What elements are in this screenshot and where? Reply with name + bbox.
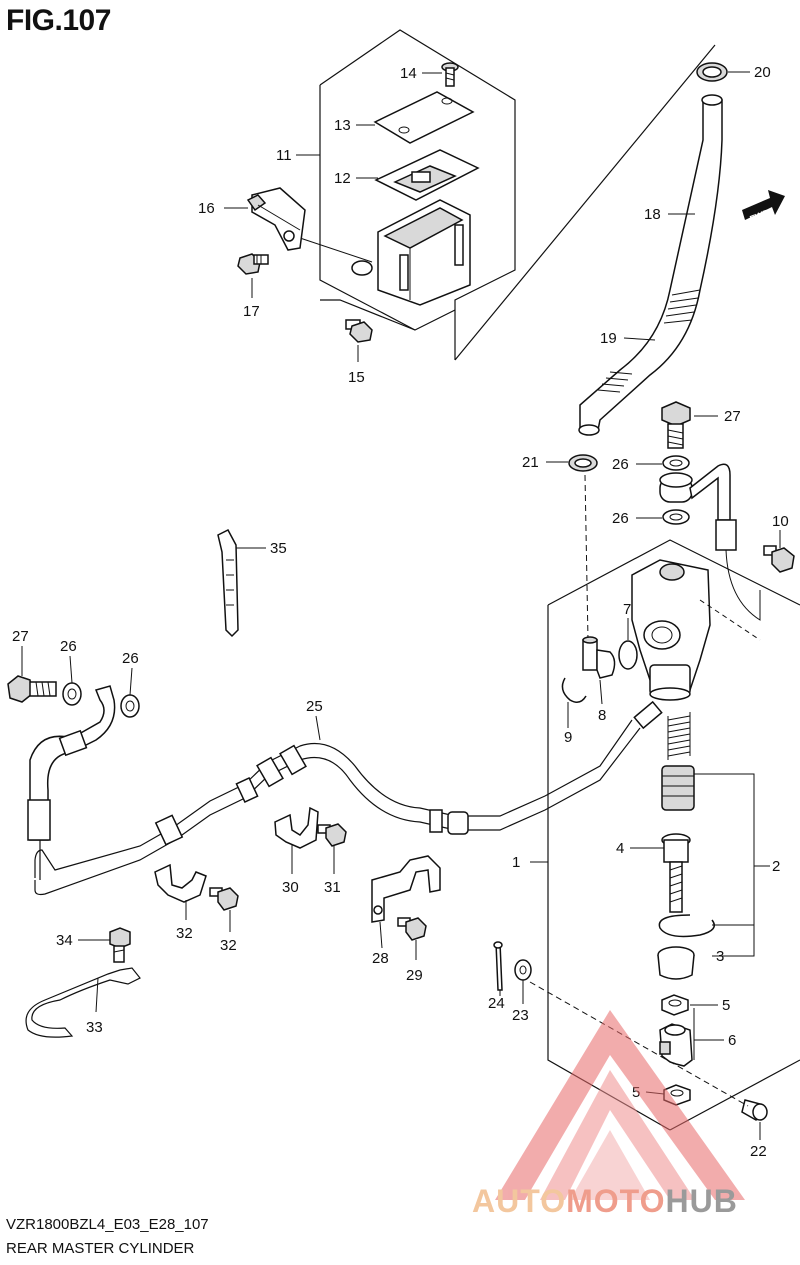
callout-18: 18 (644, 206, 661, 223)
callout-22: 22 (750, 1143, 767, 1160)
spring (667, 712, 691, 760)
leader-lines (21, 71, 781, 1140)
callout-21: 21 (522, 454, 539, 471)
callout-19: 19 (600, 330, 617, 347)
callout-32: 31 (324, 879, 341, 896)
master-cylinder-group (529, 401, 800, 1131)
callout-27: 27 (724, 408, 741, 425)
clamp-30 (274, 806, 319, 849)
cylinder-body (631, 559, 761, 701)
callout-5: 5 (722, 997, 730, 1014)
washer-23 (514, 959, 532, 981)
callout-27: 27 (12, 628, 29, 645)
callout-17: 17 (243, 303, 260, 320)
callout-35: 35 (270, 540, 287, 557)
callout-10: 10 (772, 513, 789, 530)
callout-14: 14 (400, 65, 417, 82)
boot-3 (657, 946, 695, 980)
cap-13 (373, 91, 475, 144)
washer-26 (662, 509, 690, 525)
bolt-32 (209, 887, 239, 911)
callout-11: 11 (276, 147, 292, 164)
union-bolt-27 (7, 675, 57, 703)
callout-29: 29 (406, 967, 423, 984)
watermark-logo-icon (495, 1010, 745, 1200)
watermark-text-part: MOTO (566, 1183, 666, 1219)
bolt-10 (763, 545, 795, 573)
banjo-fitting (659, 463, 761, 621)
watermark-text-part: HUB (665, 1183, 738, 1219)
bolt-32 (317, 823, 347, 847)
callout-3: 3 (716, 948, 724, 965)
brake-hose-25 (27, 685, 663, 896)
callout-1: 1 (512, 854, 520, 871)
reservoir-group (237, 29, 716, 361)
callout-25: 25 (306, 698, 323, 715)
washer-26 (62, 682, 82, 706)
watermark-text-part: AUTO (472, 1183, 567, 1219)
callout-6: 6 (728, 1032, 736, 1049)
cotter-pin-24 (493, 941, 503, 991)
callout-labels: 1 2 3 4 5 5 6 7 8 9 10 11 12 13 14 15 16… (12, 64, 789, 1160)
watermark-text: AUTOMOTOHUB (472, 1183, 738, 1220)
callout-2: 2 (772, 858, 780, 875)
callout-9: 9 (564, 729, 572, 746)
callout-5: 5 (632, 1084, 640, 1101)
callout-8: 8 (598, 707, 606, 724)
push-rod-4 (661, 833, 691, 913)
callout-23: 23 (512, 1007, 529, 1024)
callout-7: 7 (623, 601, 631, 618)
callout-12: 12 (334, 170, 351, 187)
union-bolt-27 (661, 401, 691, 449)
callout-26: 26 (60, 638, 77, 655)
callout-34: 34 (56, 932, 73, 949)
nut-5 (661, 994, 689, 1016)
circlip-9 (561, 677, 587, 703)
connector-8 (582, 636, 616, 679)
callout-28: 28 (372, 950, 389, 967)
piston-assembly (661, 765, 695, 811)
circlip (658, 914, 715, 938)
callout-16: 16 (198, 200, 215, 217)
figure-name: REAR MASTER CYLINDER (6, 1240, 195, 1257)
bracket-16 (246, 187, 306, 251)
screw-14 (441, 62, 459, 87)
callout-33: 33 (86, 1019, 103, 1036)
washer-26 (662, 455, 690, 471)
fwd-arrow: FWD (742, 190, 785, 224)
reservoir-body (299, 199, 471, 306)
clip-33 (25, 967, 141, 1038)
callout-24: 24 (488, 995, 505, 1012)
callout-4: 4 (616, 840, 624, 857)
bolt-29 (397, 917, 427, 941)
clamp-21 (568, 454, 598, 472)
callout-32: 32 (220, 937, 237, 954)
clamp-31 (154, 863, 207, 903)
reservoir-hose (568, 62, 728, 641)
figure-code: VZR1800BZL4_E03_E28_107 (6, 1216, 209, 1233)
o-ring-7 (618, 640, 638, 670)
bolt-17 (237, 253, 269, 275)
pin-22 (741, 1099, 768, 1121)
bracket-28 (371, 855, 441, 923)
callout-26: 26 (122, 650, 139, 667)
bolt-34 (109, 927, 131, 963)
callout-26: 26 (612, 456, 629, 473)
cable-tie-35 (217, 529, 239, 638)
callout-15: 15 (348, 369, 365, 386)
callout-30: 30 (282, 879, 299, 896)
callout-20: 20 (754, 64, 771, 81)
figure-title: FIG.107 (6, 4, 111, 37)
callout-26: 26 (612, 510, 629, 527)
callout-13: 13 (334, 117, 351, 134)
washer-26 (120, 694, 140, 718)
clevis-6 (659, 1023, 693, 1067)
bolt-15 (345, 319, 373, 343)
callout-31: 32 (176, 925, 193, 942)
